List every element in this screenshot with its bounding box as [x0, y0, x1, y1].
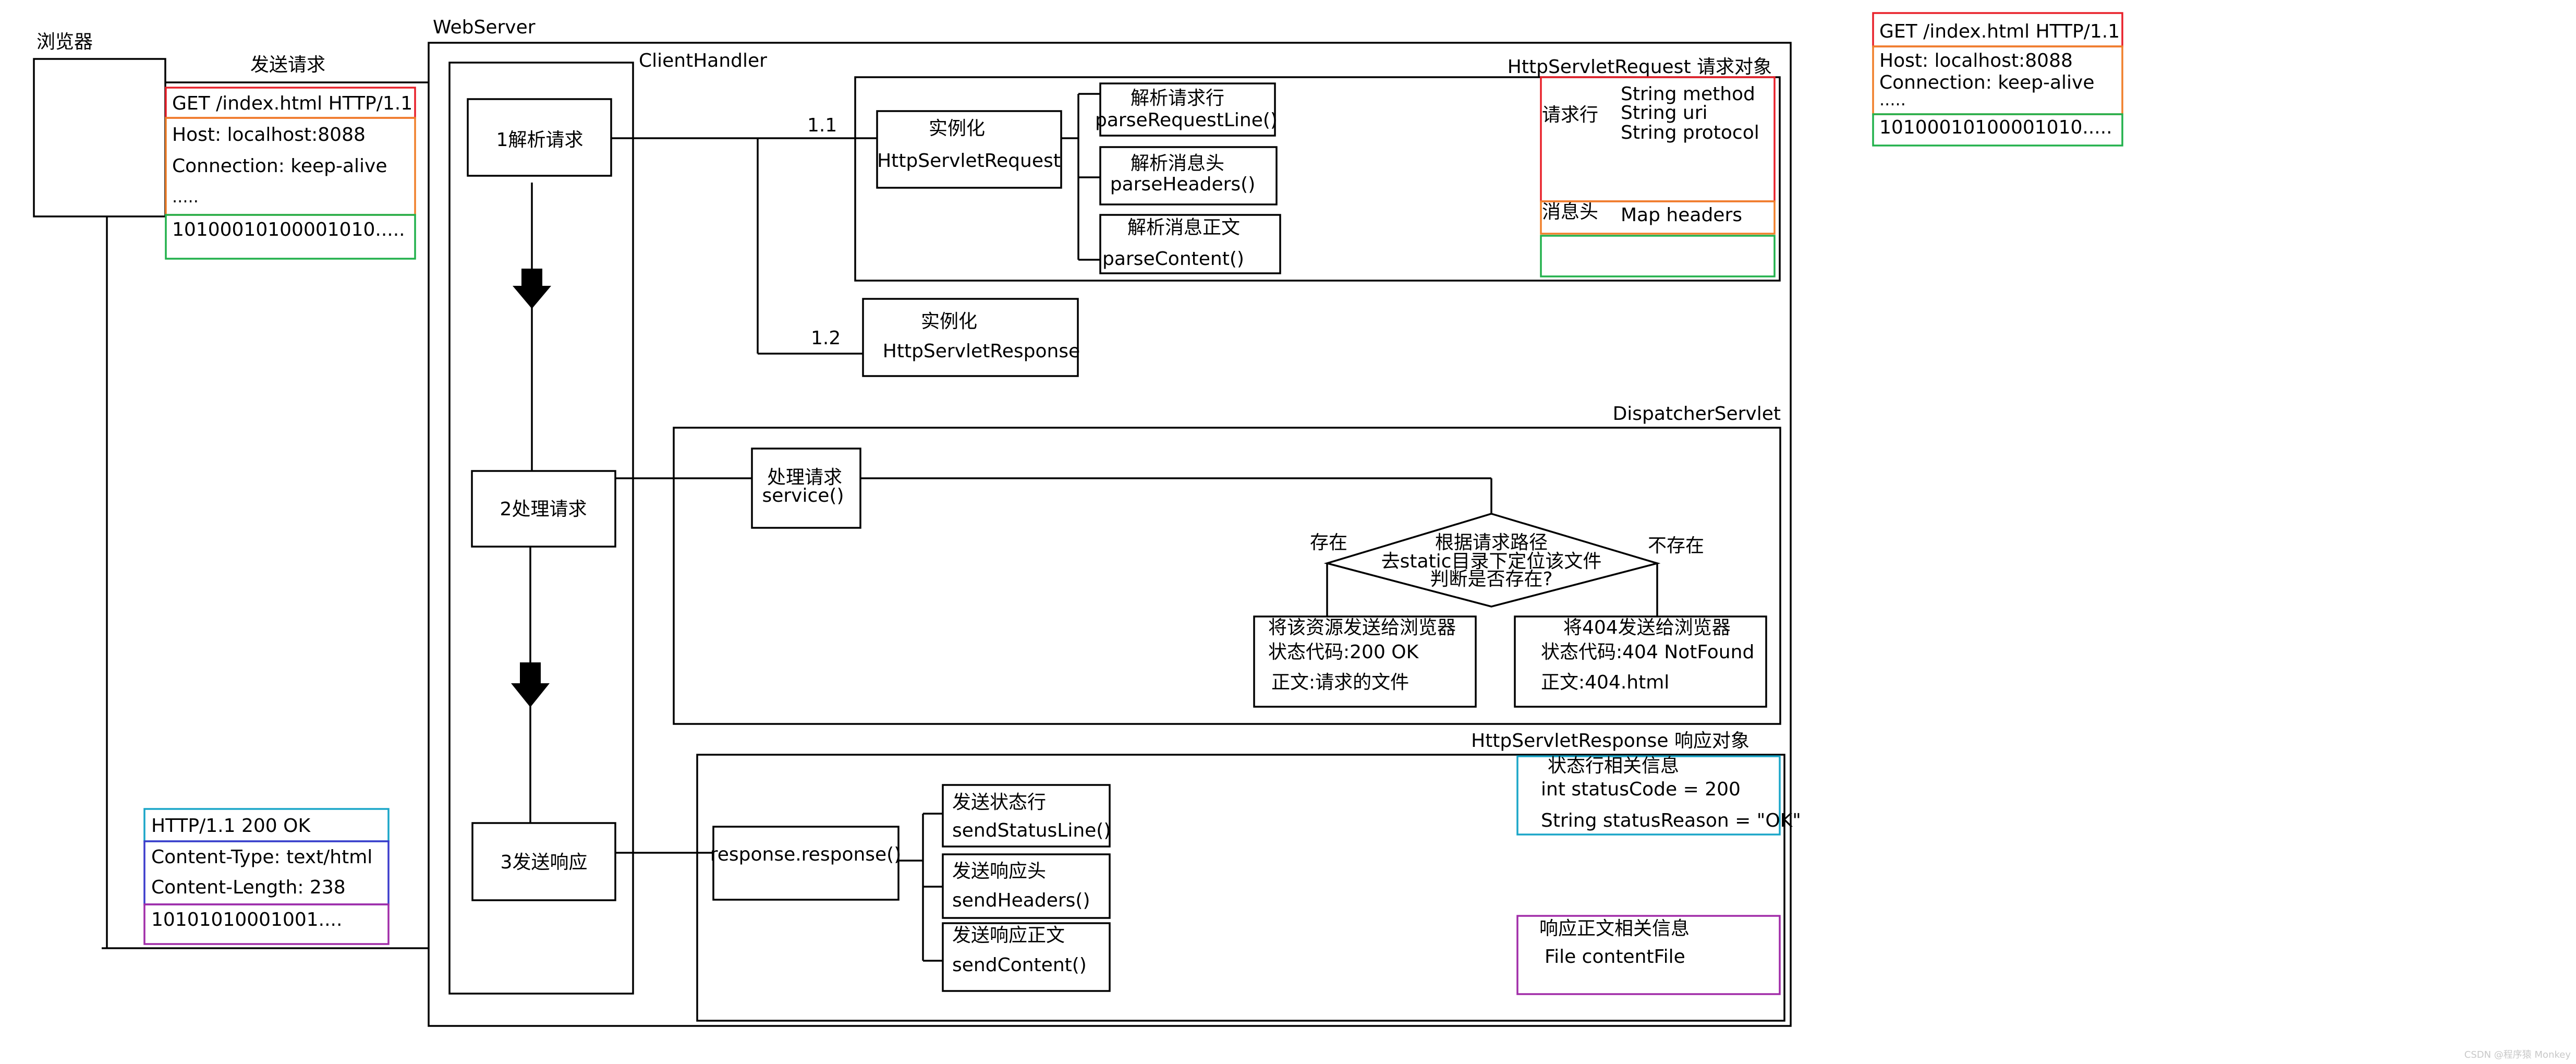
parse-headers-label: 解析消息头: [1131, 153, 1224, 174]
found-line-3: 正文:请求的文件: [1271, 672, 1409, 693]
service-box: [751, 448, 861, 529]
send-response-box: [471, 822, 616, 901]
status-reason-field: String statusReason = "OK": [1541, 810, 1801, 831]
process-request-label: 2处理请求: [500, 499, 587, 520]
parse-headers-method: parseHeaders(): [1110, 174, 1256, 195]
parse-content-method: parseContent(): [1102, 248, 1244, 270]
decision-line-3: 判断是否存在?: [1430, 569, 1552, 590]
headers-field-value: Map headers: [1621, 204, 1742, 226]
field-method: String method: [1621, 83, 1755, 105]
process-request-box: [471, 470, 616, 548]
request-ellipsis-text-right: .....: [1879, 90, 1906, 110]
request-message-left: GET /index.html HTTP/1.1 Host: localhost…: [165, 87, 416, 260]
content-field-box: [1540, 235, 1776, 277]
request-instance-class: HttpServletRequest: [877, 150, 1061, 172]
send-headers-label: 发送响应头: [952, 861, 1046, 882]
send-headers-box: [942, 853, 1111, 919]
not-found-line-2: 状态代码:404 NotFound: [1541, 642, 1754, 663]
field-uri: String uri: [1621, 102, 1708, 124]
response-message: HTTP/1.1 200 OK Content-Type: text/html …: [143, 808, 390, 945]
request-object-title: HttpServletRequest 请求对象: [1508, 56, 1772, 78]
send-status-label: 发送状态行: [952, 792, 1046, 813]
browser-label: 浏览器: [37, 31, 93, 53]
status-info-title: 状态行相关信息: [1548, 755, 1679, 777]
request-line-fields-label: 请求行: [1542, 104, 1598, 126]
client-handler-label: ClientHandler: [639, 50, 767, 71]
send-status-box: [942, 784, 1111, 848]
request-message-right: GET /index.html HTTP/1.1 Host: localhost…: [1872, 12, 2123, 147]
decision-line-2: 去static目录下定位该文件: [1381, 551, 1602, 572]
request-body-text-right: 10100010100001010.....: [1879, 117, 2112, 138]
request-instance-box: [876, 110, 1062, 189]
dispatcher-title: DispatcherServlet: [1613, 403, 1781, 425]
status-code-field: int statusCode = 200: [1541, 779, 1741, 800]
content-length-text: Content-Length: 238: [151, 877, 346, 898]
send-status-method: sendStatusLine(): [952, 820, 1111, 841]
decision-line-1: 根据请求路径: [1435, 532, 1548, 553]
status-line-text: HTTP/1.1 200 OK: [151, 815, 311, 837]
exists-label: 存在: [1310, 532, 1347, 553]
down-arrow-2: [511, 662, 550, 707]
request-body-box: [165, 214, 416, 260]
found-line-1: 将该资源发送给浏览器: [1268, 617, 1456, 638]
headers-field-box: [1540, 200, 1776, 235]
service-label: 处理请求: [767, 467, 842, 488]
request-host-text-right: Host: localhost:8088: [1879, 50, 2073, 71]
browser-box: [33, 58, 166, 217]
down-arrow-1: [513, 269, 551, 309]
response-method-label: response.response(): [710, 844, 902, 865]
not-exists-label: 不存在: [1648, 535, 1704, 557]
found-box: [1253, 615, 1477, 708]
response-instance-class: HttpServletResponse: [883, 341, 1080, 362]
content-info-box: [1516, 915, 1781, 995]
request-ellipsis-text: .....: [172, 187, 199, 207]
response-body-text: 10101010001001....: [151, 909, 342, 930]
content-file-field: File contentFile: [1545, 946, 1685, 968]
parse-request-line-box: [1099, 82, 1276, 137]
headers-field-label: 消息头: [1542, 201, 1598, 223]
not-found-line-3: 正文:404.html: [1541, 672, 1669, 693]
response-body-box: [143, 903, 390, 945]
response-instance-label: 实例化: [921, 311, 977, 332]
step-1-1-label: 1.1: [807, 115, 837, 136]
request-body-text: 10100010100001010.....: [172, 219, 405, 240]
webserver-label: WebServer: [433, 17, 536, 38]
send-content-box: [942, 922, 1111, 992]
parse-content-box: [1099, 214, 1281, 274]
request-instance-label: 实例化: [929, 118, 985, 139]
not-found-line-1: 将404发送给浏览器: [1563, 617, 1731, 638]
request-host-text: Host: localhost:8088: [172, 124, 366, 146]
content-type-text: Content-Type: text/html: [151, 847, 372, 868]
send-request-label: 发送请求: [250, 54, 325, 76]
request-line-text-right: GET /index.html HTTP/1.1: [1879, 21, 2120, 42]
request-body-box-right: [1872, 113, 2123, 147]
request-connection-text: Connection: keep-alive: [172, 155, 387, 177]
send-content-label: 发送响应正文: [952, 925, 1065, 946]
parse-request-line-method: parseRequestLine(): [1095, 110, 1278, 131]
content-info-title: 响应正文相关信息: [1539, 918, 1690, 939]
found-line-2: 状态代码:200 OK: [1268, 642, 1419, 663]
field-protocol: String protocol: [1621, 122, 1759, 143]
response-object-title: HttpServletResponse 响应对象: [1471, 730, 1749, 752]
parse-request-label: 1解析请求: [496, 129, 584, 151]
decision-diamond: [1323, 513, 1661, 608]
request-line-text: GET /index.html HTTP/1.1: [172, 93, 412, 114]
parse-request-line-label: 解析请求行: [1131, 88, 1224, 109]
parse-content-label: 解析消息正文: [1127, 217, 1240, 238]
not-found-box: [1514, 615, 1767, 708]
step-1-2-label: 1.2: [811, 328, 841, 349]
service-method: service(): [762, 485, 844, 506]
response-instance-box: [862, 298, 1079, 377]
request-connection-text-right: Connection: keep-alive: [1879, 72, 2095, 93]
send-response-label: 3发送响应: [501, 852, 588, 873]
watermark: CSDN @程序猿 Monkey: [2464, 1049, 2571, 1060]
send-content-method: sendContent(): [952, 954, 1087, 976]
parse-request-box: [467, 98, 612, 177]
status-info-box: [1516, 755, 1781, 836]
response-method-box: [712, 826, 900, 901]
send-headers-method: sendHeaders(): [952, 890, 1090, 911]
parse-headers-box: [1099, 146, 1278, 205]
